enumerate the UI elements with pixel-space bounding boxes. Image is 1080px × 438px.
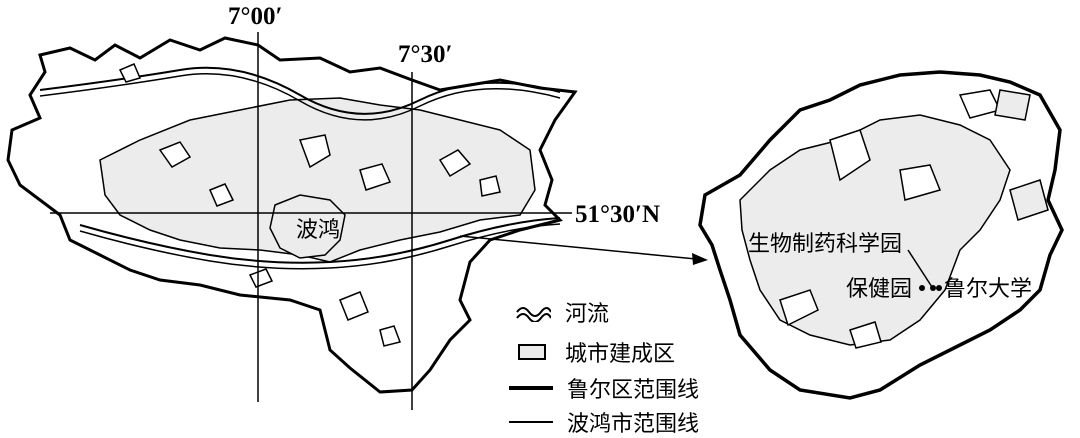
river-icon: [516, 307, 551, 322]
built-up-area-icon: [518, 344, 546, 360]
river: [79, 217, 561, 264]
river: [39, 66, 561, 115]
longitude-label-7-00: 7°00′: [228, 3, 283, 30]
legend-item-built-up: 城市建成区: [515, 336, 675, 368]
bochum-label: 波鸿: [296, 218, 341, 243]
health-park-dot: [919, 285, 925, 291]
legend-label: 河流: [565, 302, 610, 327]
thin-line-icon: [509, 421, 553, 423]
settlement-patches: [118, 63, 501, 347]
open-space-patches: [779, 89, 1002, 349]
biopharma-park-label: 生物制药科学园: [748, 232, 903, 257]
ruhr-university-label: 鲁尔大学: [944, 277, 1033, 302]
thick-line-icon: [509, 386, 553, 390]
bochum-boundary: [269, 194, 346, 259]
legend-label: 波鸿市范围线: [567, 412, 700, 437]
legend-item-ruhr-boundary: 鲁尔区范围线: [509, 372, 699, 404]
river: [79, 223, 561, 270]
river: [39, 73, 561, 121]
health-park-label: 保健园: [846, 277, 913, 302]
arrow-head: [692, 253, 708, 265]
ruhr-university-dot: [930, 285, 936, 291]
legend-label: 鲁尔区范围线: [567, 378, 700, 403]
legend-label: 城市建成区: [565, 342, 676, 367]
latitude-label-51-30: 51°30′N: [575, 201, 661, 228]
legend-item-bochum-boundary: 波鸿市范围线: [509, 406, 699, 438]
longitude-label-7-30: 7°30′: [398, 41, 453, 68]
legend-item-river: 河流: [515, 296, 609, 328]
